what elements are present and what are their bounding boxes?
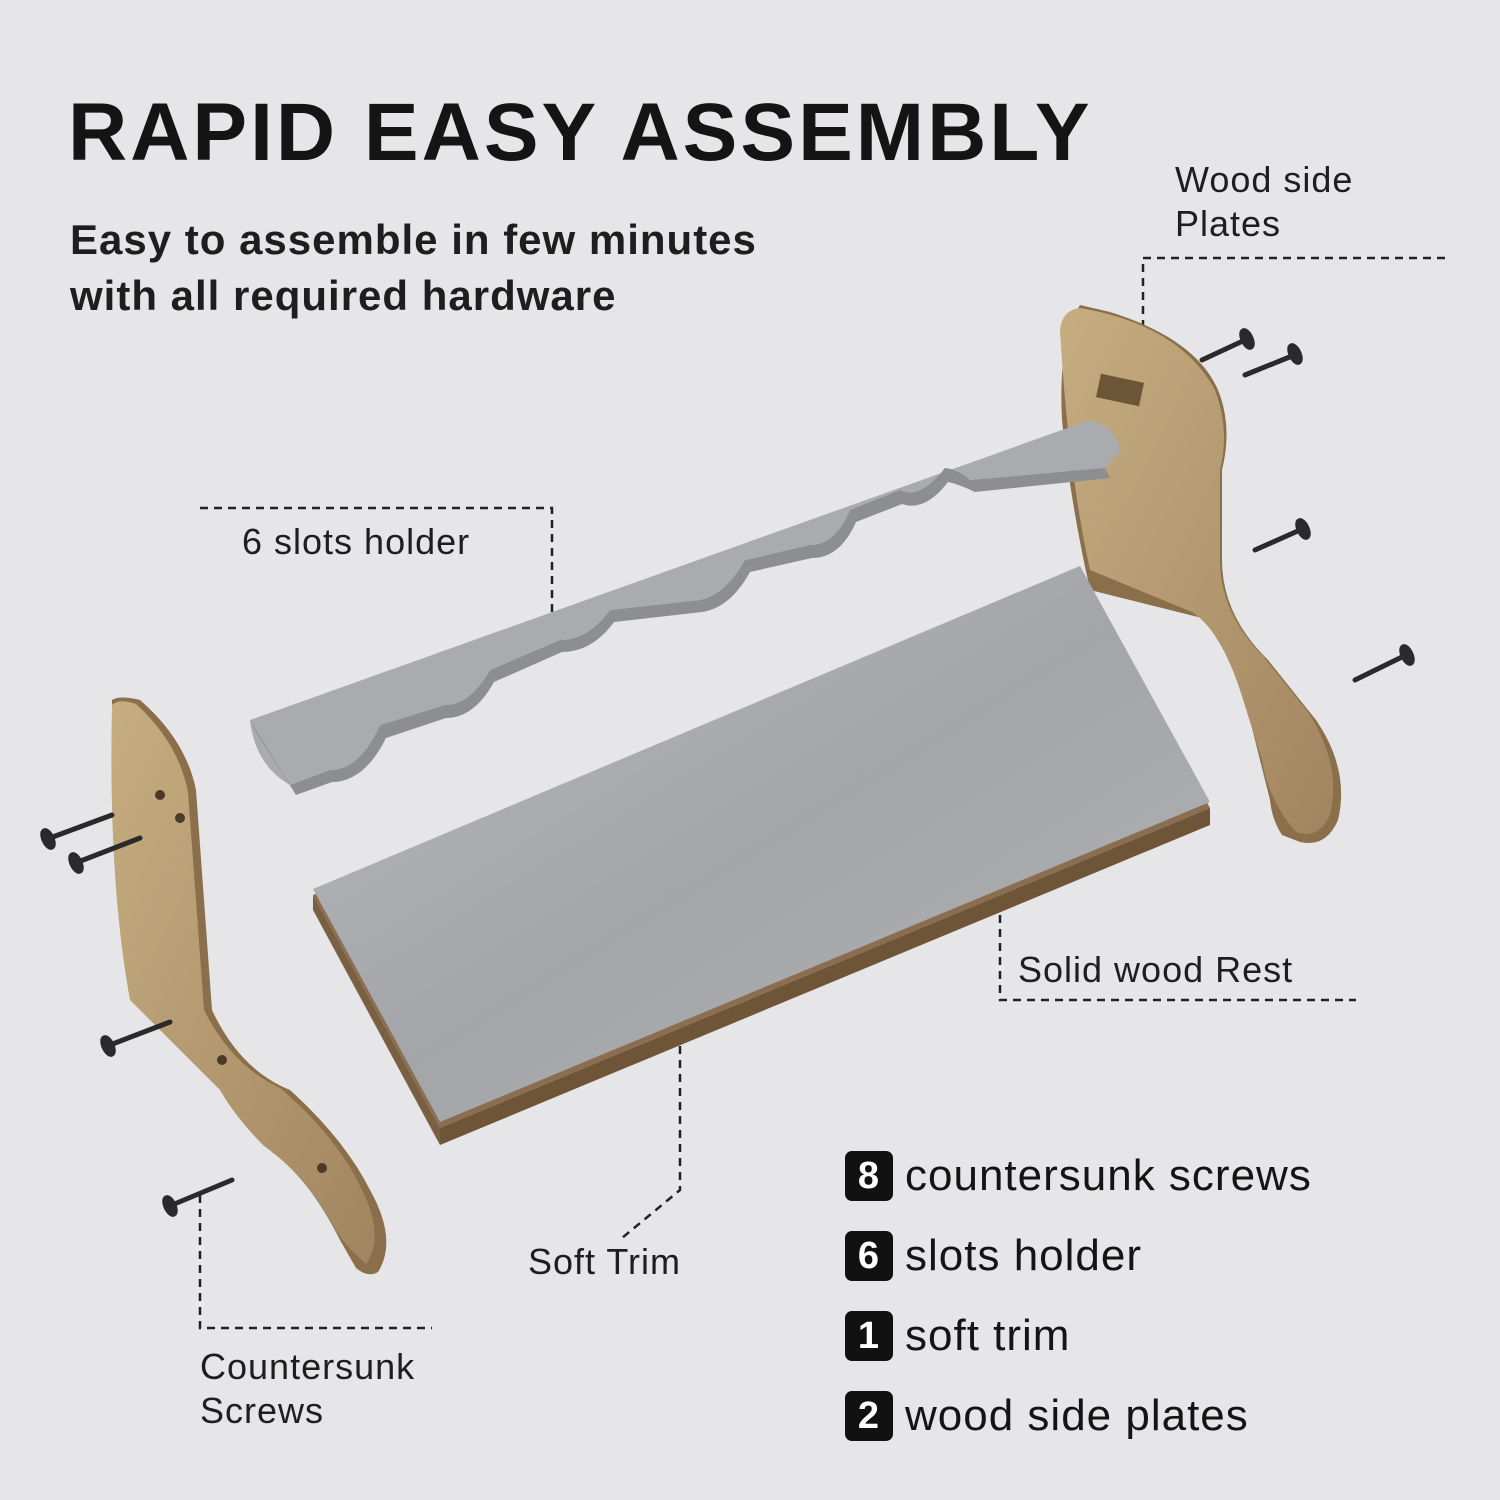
quantity-badge: 6	[845, 1231, 893, 1281]
label-screws-line-2: Screws	[200, 1390, 325, 1431]
screw-icon	[1252, 518, 1311, 553]
page-title: RAPID EASY ASSEMBLY	[68, 87, 1093, 178]
label-slots-holder: 6 slots holder	[242, 521, 471, 562]
quantity-badge: 1	[845, 1311, 893, 1361]
parts-list: 8 countersunk screws 6 slots holder 1 so…	[845, 1150, 1312, 1470]
subtitle: Easy to assemble in few minutes with all…	[70, 212, 757, 324]
screw-icon	[40, 812, 115, 850]
screw-icon	[68, 835, 143, 874]
screw-icon	[100, 1019, 173, 1057]
leader-screws	[198, 1195, 432, 1330]
label-soft-trim: Soft Trim	[528, 1241, 682, 1282]
screw-icon	[1352, 644, 1415, 683]
label-countersunk-screws: Countersunk Screws	[200, 1345, 415, 1433]
part-name: soft trim	[905, 1311, 1071, 1360]
screw-icon	[162, 1177, 235, 1217]
screw-icon	[1242, 343, 1303, 378]
screw-icon	[1199, 328, 1255, 363]
label-wood-side-line-1: Wood side	[1175, 159, 1354, 200]
quantity-badge: 2	[845, 1391, 893, 1441]
parts-list-item: 6 slots holder	[845, 1230, 1312, 1282]
parts-list-item: 8 countersunk screws	[845, 1150, 1312, 1202]
part-name: wood side plates	[905, 1391, 1249, 1440]
soft-trim-board	[313, 566, 1210, 1145]
parts-list-item: 2 wood side plates	[845, 1390, 1312, 1442]
label-wood-side-plates: Wood side Plates	[1175, 158, 1353, 246]
right-wood-side-plate	[1060, 305, 1342, 844]
slots-holder-bar	[250, 420, 1120, 795]
leader-solid-wood-rest	[998, 915, 1356, 1002]
part-name: countersunk screws	[905, 1151, 1312, 1200]
parts-list-item: 1 soft trim	[845, 1310, 1312, 1362]
leader-slots-holder	[200, 506, 554, 622]
part-name: slots holder	[905, 1231, 1143, 1280]
label-screws-line-1: Countersunk	[200, 1346, 416, 1387]
label-wood-side-line-2: Plates	[1175, 203, 1282, 244]
quantity-badge: 8	[845, 1151, 893, 1201]
subtitle-line-1: Easy to assemble in few minutes	[70, 216, 757, 263]
left-wood-side-plate	[111, 697, 387, 1275]
label-solid-wood-rest: Solid wood Rest	[1018, 949, 1294, 990]
subtitle-line-2: with all required hardware	[70, 272, 617, 319]
countersunk-screws	[40, 328, 1415, 1217]
